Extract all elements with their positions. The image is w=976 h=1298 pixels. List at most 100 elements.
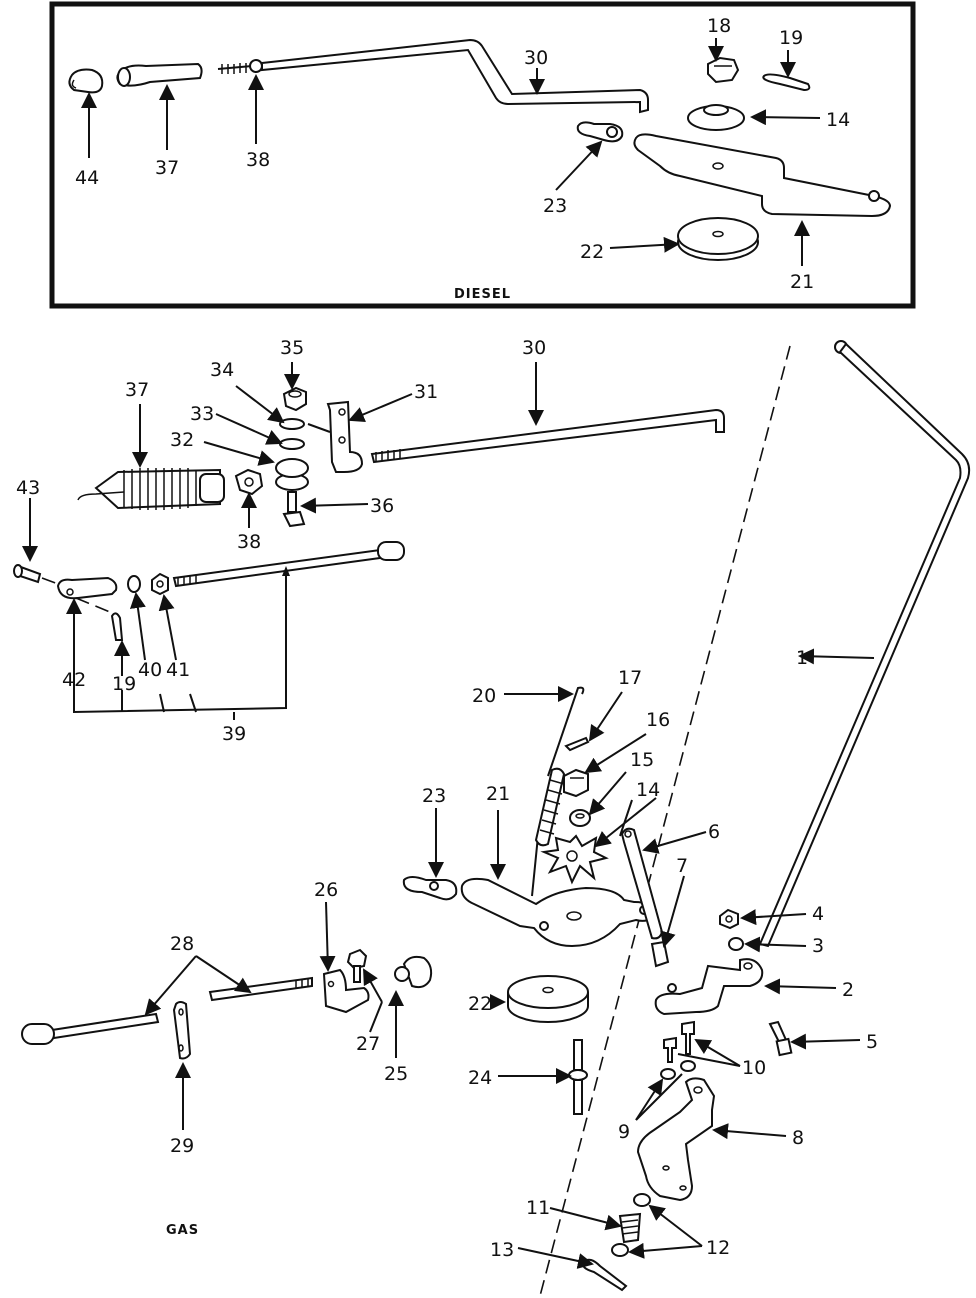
callout-25: 25	[384, 1063, 408, 1085]
callout-15: 15	[630, 749, 654, 771]
assembly-centerline	[539, 345, 791, 1297]
callout-17: 17	[618, 667, 642, 689]
callout-30: 30	[524, 47, 548, 69]
part-27-bolt	[346, 948, 368, 983]
callout-31: 31	[414, 381, 438, 403]
part-24-stud	[568, 1039, 588, 1115]
part-10-bolts	[663, 1020, 695, 1063]
part-35-nut	[282, 386, 307, 412]
callout-19: 19	[779, 27, 803, 49]
callout-34: 34	[210, 359, 234, 381]
callout-9: 9	[618, 1121, 630, 1143]
callout-44: 44	[75, 167, 99, 189]
part-5-fitting	[768, 1020, 793, 1057]
part-4-nut	[719, 908, 739, 930]
part-14-washer	[687, 104, 745, 131]
part-43-clevis-pin	[13, 564, 42, 584]
part-34-lock-washer	[279, 418, 305, 430]
part-20-spring	[531, 686, 585, 897]
callout-38: 38	[237, 531, 261, 553]
callout-2: 2	[842, 979, 854, 1001]
callout-21: 21	[486, 783, 510, 805]
callout-14: 14	[636, 779, 660, 801]
callout-19: 19	[112, 673, 136, 695]
part-8-bracket	[636, 1077, 716, 1202]
callout-23: 23	[422, 785, 446, 807]
part-26-bracket	[322, 968, 370, 1014]
part-32-swivel	[275, 458, 309, 491]
part-16-castle-nut	[563, 768, 589, 798]
part-42-clevis	[56, 576, 118, 600]
callout-33: 33	[190, 403, 214, 425]
part-9-washer-b	[680, 1060, 696, 1072]
part-12-washer-b	[611, 1243, 629, 1257]
callout-1: 1	[796, 647, 808, 669]
part-19-cotter-pin	[762, 73, 811, 92]
part-41-nut	[151, 572, 169, 596]
callout-8: 8	[792, 1127, 804, 1149]
callout-42: 42	[62, 669, 86, 691]
part-44-sleeve	[68, 68, 104, 94]
part-21-lever-gas	[460, 877, 658, 948]
callout-18: 18	[707, 15, 731, 37]
callout-3: 3	[812, 935, 824, 957]
callout-7: 7	[676, 855, 688, 877]
callout-21: 21	[790, 271, 814, 293]
part-12-washer-a	[633, 1193, 651, 1207]
part-21-lever-diesel	[633, 133, 892, 218]
callout-24: 24	[468, 1067, 492, 1089]
part-11-spring	[618, 1212, 642, 1244]
callout-40: 40	[138, 659, 162, 681]
callout-6: 6	[708, 821, 720, 843]
part-37-boot	[77, 468, 225, 510]
part-1-throttle-rod	[758, 340, 971, 948]
part-15-washer	[569, 809, 591, 827]
part-25-bushing	[394, 955, 433, 989]
callout-5: 5	[866, 1031, 878, 1053]
callout-22: 22	[580, 241, 604, 263]
part-17-cotter-pin	[564, 736, 590, 752]
part-28-rods	[21, 976, 313, 1045]
callout-27: 27	[356, 1033, 380, 1055]
part-3-washer	[728, 937, 744, 951]
callout-10: 10	[742, 1057, 766, 1079]
callout-16: 16	[646, 709, 670, 731]
part-9-washer-a	[660, 1068, 676, 1080]
part-38-nut	[234, 468, 264, 496]
diesel-inset: 44 37 38 30 18 19 14 23 22 21 DIESEL	[49, 1, 916, 309]
callout-30: 30	[522, 337, 546, 359]
callout-29: 29	[170, 1135, 194, 1157]
callout-37: 37	[155, 157, 179, 179]
callout-38: 38	[246, 149, 270, 171]
callout-28: 28	[170, 933, 194, 955]
part-40-washer	[127, 575, 141, 593]
callout-13: 13	[490, 1239, 514, 1261]
callout-43: 43	[16, 477, 40, 499]
part-18-nut	[707, 56, 740, 84]
part-19-cotter-pin-gas	[110, 612, 124, 641]
callout-41: 41	[166, 659, 190, 681]
part-22-disc-diesel	[677, 217, 759, 261]
callout-32: 32	[170, 429, 194, 451]
part-39-rod	[172, 541, 405, 588]
part-37-knob	[116, 62, 203, 87]
callout-22: 22	[468, 993, 492, 1015]
callout-39: 39	[222, 723, 246, 745]
part-7-clip	[650, 940, 670, 968]
part-22-drum	[507, 975, 589, 1023]
part-31-bracket	[307, 400, 364, 473]
part-30-rod-gas	[370, 408, 725, 464]
part-23-clevis	[576, 121, 624, 143]
callout-4: 4	[812, 903, 824, 925]
callout-26: 26	[314, 879, 338, 901]
callout-14: 14	[826, 109, 850, 131]
part-29-link	[172, 1001, 192, 1060]
gas-section: 35 34 33 32 37 38 31 30 36 43 42 19 40 4…	[13, 337, 971, 1297]
gas-caption: GAS	[166, 1223, 199, 1238]
callout-20: 20	[472, 685, 496, 707]
callout-12: 12	[706, 1237, 730, 1259]
part-23-clevis-gas	[402, 876, 458, 901]
part-36-bolt	[282, 491, 306, 528]
part-2-bracket	[654, 958, 764, 1016]
